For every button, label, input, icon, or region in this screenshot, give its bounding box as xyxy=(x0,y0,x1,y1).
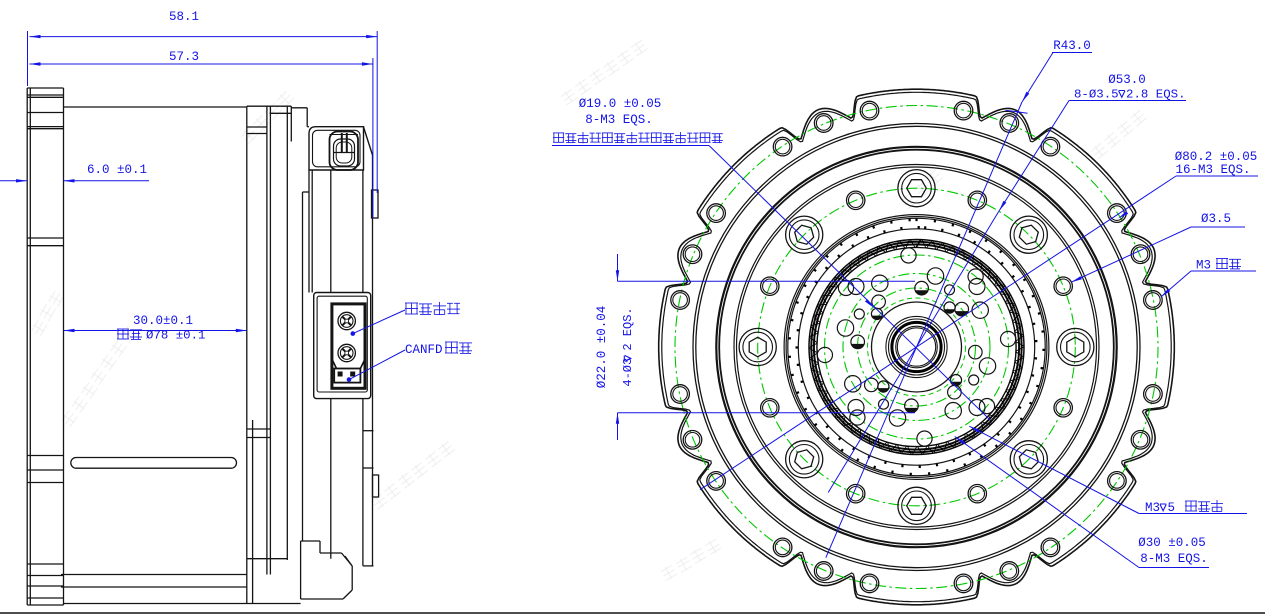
svg-text:R43.0: R43.0 xyxy=(1053,39,1091,53)
svg-text:58.1: 58.1 xyxy=(169,10,199,24)
svg-text:6.0 ±0.1: 6.0 ±0.1 xyxy=(87,163,147,177)
svg-text:Ø53.0: Ø53.0 xyxy=(1108,73,1146,87)
svg-text:Ø22.0 ±0.04: Ø22.0 ±0.04 xyxy=(595,306,609,389)
svg-text:Ø80.2 ±0.05: Ø80.2 ±0.05 xyxy=(1175,150,1258,164)
svg-text:8-M3 EQS.: 8-M3 EQS. xyxy=(585,113,653,127)
svg-text:8-M3 EQS.: 8-M3 EQS. xyxy=(1140,552,1208,566)
svg-text:57.3: 57.3 xyxy=(169,50,199,64)
svg-text:16-M3 EQS.: 16-M3 EQS. xyxy=(1175,163,1250,177)
svg-text:M3: M3 xyxy=(1196,259,1211,273)
svg-text:30.0±0.1: 30.0±0.1 xyxy=(133,314,193,328)
svg-text:Ø78 ±0.1: Ø78 ±0.1 xyxy=(146,329,206,343)
svg-text:M3 5: M3 5 xyxy=(1145,501,1175,515)
svg-text:Ø3.5: Ø3.5 xyxy=(1201,212,1231,226)
svg-text:8-Ø3.5 2.8 EQS.: 8-Ø3.5 2.8 EQS. xyxy=(1074,88,1186,102)
svg-text:CANFD: CANFD xyxy=(405,343,443,357)
svg-text:Ø19.0 ±0.05: Ø19.0 ±0.05 xyxy=(579,97,662,111)
svg-text:Ø30 ±0.05: Ø30 ±0.05 xyxy=(1138,536,1206,550)
svg-text:4-Ø3 2 EQS.: 4-Ø3 2 EQS. xyxy=(621,307,635,386)
